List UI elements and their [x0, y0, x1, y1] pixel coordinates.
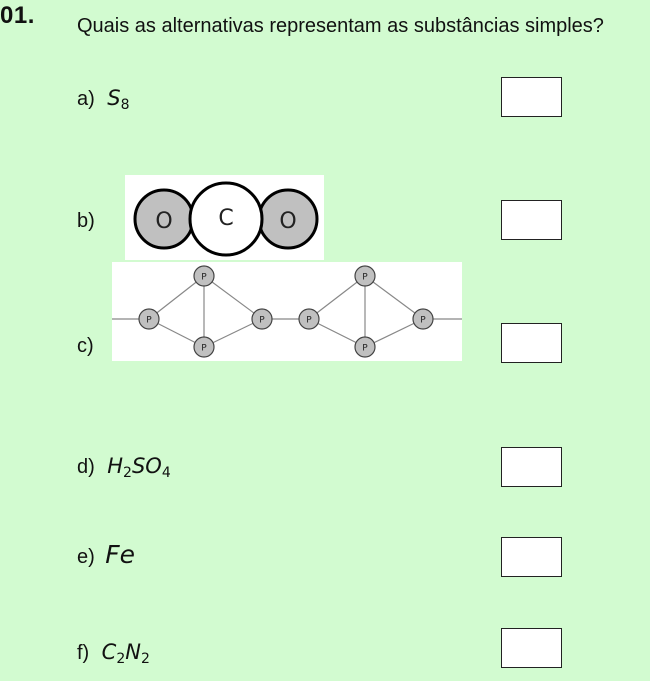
- phosphorus-symbol: P: [420, 316, 426, 326]
- phosphorus-atom: [354, 336, 376, 358]
- option-e: e) Fe: [77, 540, 135, 569]
- formula-subscript: 2: [140, 651, 150, 667]
- formula-element: C: [101, 640, 117, 664]
- phosphorus-atom: [354, 265, 376, 287]
- p8-molecule-image: P P P P P P P P: [112, 262, 462, 361]
- phosphorus-atom: [193, 265, 215, 287]
- option-c-label: c): [77, 335, 94, 357]
- option-a-formula: S8: [107, 86, 130, 113]
- phosphorus-symbol: P: [201, 273, 207, 283]
- option-d-label: d): [77, 456, 95, 478]
- formula-subscript: 8: [120, 97, 130, 113]
- option-e-formula: Fe: [105, 540, 136, 569]
- option-a-label: a): [77, 88, 95, 110]
- co2-molecule-image: O C O: [125, 175, 324, 260]
- atom-symbol-o1: O: [155, 209, 172, 234]
- formula-element: H: [107, 454, 124, 478]
- phosphorus-atom: [298, 308, 320, 330]
- phosphorus-symbol: P: [146, 316, 152, 326]
- phosphorus-symbol: P: [259, 316, 265, 326]
- question-number: 01.: [0, 2, 35, 29]
- checkbox-a[interactable]: [501, 77, 562, 117]
- checkbox-f[interactable]: [501, 628, 562, 668]
- phosphorus-symbol: P: [201, 344, 207, 354]
- formula-element: SO: [131, 454, 162, 478]
- question-text: Quais as alternativas representam as sub…: [77, 15, 604, 37]
- phosphorus-atom: [193, 336, 215, 358]
- phosphorus-symbol: P: [306, 316, 312, 326]
- formula-subscript: 4: [161, 465, 171, 481]
- checkbox-d[interactable]: [501, 447, 562, 487]
- option-d: d) H2SO4: [77, 454, 171, 481]
- option-f-label: f): [77, 642, 90, 664]
- option-f: f) C2N2: [77, 640, 150, 667]
- phosphorus-atom: [412, 308, 434, 330]
- formula-element: S: [107, 86, 121, 110]
- checkbox-c[interactable]: [501, 323, 562, 363]
- phosphorus-symbol: P: [362, 344, 368, 354]
- option-f-formula: C2N2: [101, 640, 150, 667]
- phosphorus-symbol: P: [362, 273, 368, 283]
- formula-subscript: 2: [116, 651, 126, 667]
- option-b-label: b): [77, 210, 95, 232]
- checkbox-e[interactable]: [501, 537, 562, 577]
- checkbox-b[interactable]: [501, 200, 562, 240]
- formula-subscript: 2: [123, 465, 132, 481]
- option-a: a) S8: [77, 86, 130, 113]
- formula-element: N: [125, 640, 141, 664]
- phosphorus-atom: [251, 308, 273, 330]
- atom-symbol-c: C: [218, 206, 233, 231]
- phosphorus-atom: [138, 308, 160, 330]
- option-e-label: e): [77, 546, 95, 568]
- option-d-formula: H2SO4: [107, 454, 171, 481]
- carbon-atom: [188, 181, 264, 257]
- atom-symbol-o2: O: [279, 209, 296, 234]
